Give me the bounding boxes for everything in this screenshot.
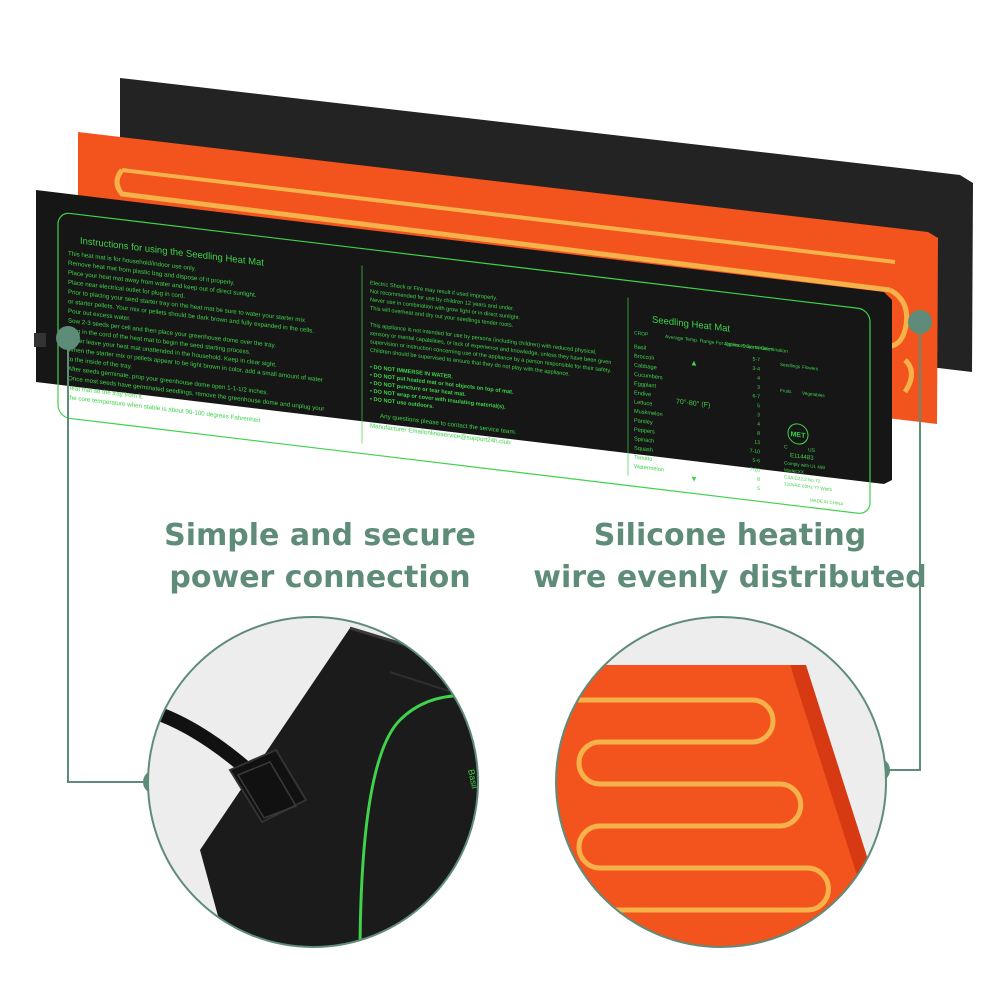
arrow-up-icon: ▲ [690, 358, 698, 368]
right-connector-line [878, 322, 921, 771]
caption-right-line-2: wire evenly distributed [533, 560, 927, 595]
cert-line: CSA C22.2 No.72 [784, 474, 821, 483]
crop-name: Muskmelon [634, 409, 663, 418]
legend-label: Fruits [780, 388, 792, 394]
cert-line: 120VAC 60Hz ?? Watts [784, 481, 833, 492]
crop-name: Spinach [634, 436, 654, 444]
crop-name: Cabbage [634, 363, 657, 372]
zoom-heating-wire [555, 616, 887, 948]
crop-name: Squash [634, 445, 653, 453]
germination-days: 7-10 [750, 467, 760, 474]
legend-label: Flowers [802, 364, 819, 371]
column-header-crop: CROP [634, 330, 649, 338]
crop-name: Peppers [634, 427, 655, 436]
germination-days: 3-4 [752, 366, 760, 373]
zoom-print-line: Basil [466, 768, 480, 789]
crop-name: Endive [634, 390, 651, 398]
heating-wire-edge [902, 358, 914, 394]
cord-strain-relief [228, 748, 308, 824]
germination-days: 5 [757, 403, 760, 409]
germination-days: 5-7 [752, 357, 760, 364]
crop-name: Lettuce [634, 399, 652, 407]
heating-wire-caption: Silicone heating wire evenly distributed [530, 515, 930, 599]
caption-left-line-1: Simple and secure [164, 518, 476, 553]
front-mat [36, 190, 892, 484]
power-connection-caption: Simple and secure power connection [120, 515, 520, 599]
cert-line: Model:XX [784, 467, 804, 474]
crop-name: Eggplant [634, 381, 657, 390]
germination-days: 8 [757, 431, 760, 437]
crop-name: Broccoli [634, 353, 654, 361]
crop-name: Cucumbers [634, 372, 663, 381]
serpentine-heating-wire [556, 697, 836, 947]
germination-days: 5 [757, 486, 760, 492]
printed-border [57, 212, 871, 514]
germination-days: 13 [754, 440, 760, 447]
germination-days: 3 [757, 385, 760, 391]
crop-name: Tomato [634, 455, 652, 463]
cert-us: US [808, 447, 816, 454]
zoom-print-line: Cucumbers [495, 762, 514, 810]
germination-days: 8 [757, 477, 760, 483]
heating-wire-top [121, 168, 896, 264]
arrow-down-icon: ▼ [690, 474, 698, 484]
cert-c: C [784, 444, 788, 450]
left-connector-dot-top [56, 326, 80, 350]
germination-days: 6-7 [752, 393, 760, 400]
made-in-label: MADE IN CHINA [810, 497, 843, 506]
legend-label: Seedlings [780, 362, 801, 369]
germination-days: 4 [757, 375, 760, 381]
caption-left-line-2: power connection [169, 560, 471, 595]
cert-mark: MET [791, 431, 806, 440]
cert-number: E114483 [790, 453, 814, 462]
germination-days: 4 [757, 421, 760, 427]
zoom-print-contact: Any questions [489, 876, 511, 934]
crop-name: Watermelon [634, 464, 664, 474]
right-connector-dot-top [908, 310, 932, 334]
germination-days: 5-6 [752, 458, 760, 465]
crop-name: Parsley [634, 418, 653, 426]
germination-days: 7-10 [750, 448, 760, 455]
germination-days: 3 [757, 412, 760, 418]
cert-line: Comply with UL 499 [784, 460, 825, 470]
left-connector-line [67, 338, 155, 783]
cord-port [34, 333, 46, 347]
heating-wire-loop [556, 697, 836, 947]
crop-name: Basil [634, 344, 646, 351]
heating-wire [114, 168, 891, 293]
legend-label: Vegetables [802, 390, 825, 398]
met-cert-icon [787, 423, 809, 445]
zoom-print-line: Cabbage [486, 764, 503, 802]
caption-right-line-1: Silicone heating [593, 518, 867, 553]
